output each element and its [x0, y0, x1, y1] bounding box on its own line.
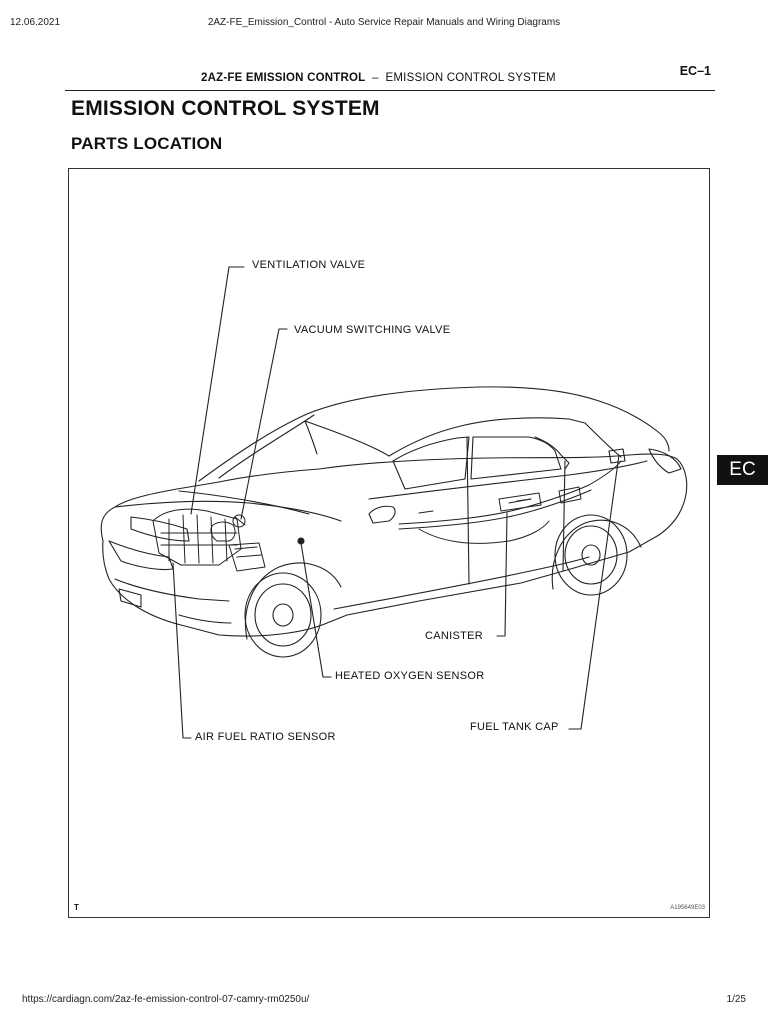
front-wheel [244, 562, 342, 658]
callout-fuel-tank-cap: FUEL TANK CAP [470, 721, 559, 733]
callout-canister: CANISTER [425, 630, 484, 642]
engine-detail [152, 508, 266, 572]
callout-ventilation-valve: VENTILATION VALVE [252, 259, 366, 271]
page-heading: EMISSION CONTROL SYSTEM [71, 97, 380, 120]
manual-page-id: EC–1 [679, 64, 711, 78]
figure-id: A195649E03 [670, 905, 705, 911]
section-title: 2AZ-FE EMISSION CONTROL – EMISSION CONTR… [201, 72, 556, 84]
callout-air-fuel-ratio-sensor: AIR FUEL RATIO SENSOR [195, 731, 336, 743]
callout-vacuum-switching-valve: VACUUM SWITCHING VALVE [294, 324, 451, 336]
figure-corner-mark: T [74, 903, 79, 912]
car-line-drawing [100, 266, 688, 739]
print-title: 2AZ-FE_Emission_Control - Auto Service R… [207, 17, 561, 28]
print-page-number: 1/25 [726, 994, 746, 1005]
section-separator: – [372, 72, 379, 84]
parts-location-figure: VENTILATION VALVE VACUUM SWITCHING VALVE… [68, 168, 710, 918]
section-title-bold: 2AZ-FE EMISSION CONTROL [201, 72, 366, 84]
print-date: 12.06.2021 [10, 17, 61, 28]
callout-heated-oxygen-sensor: HEATED OXYGEN SENSOR [335, 670, 485, 682]
evap-lines [398, 460, 622, 544]
manual-page-header: 2AZ-FE EMISSION CONTROL – EMISSION CONTR… [65, 64, 715, 91]
section-tab-ec: EC [717, 455, 768, 485]
rear-wheel [551, 514, 642, 596]
page-subheading: PARTS LOCATION [71, 134, 223, 153]
section-subtitle: EMISSION CONTROL SYSTEM [385, 72, 556, 84]
callout-leader-lines [172, 266, 620, 739]
print-url: https://cardiagn.com/2az-fe-emission-con… [22, 994, 310, 1005]
